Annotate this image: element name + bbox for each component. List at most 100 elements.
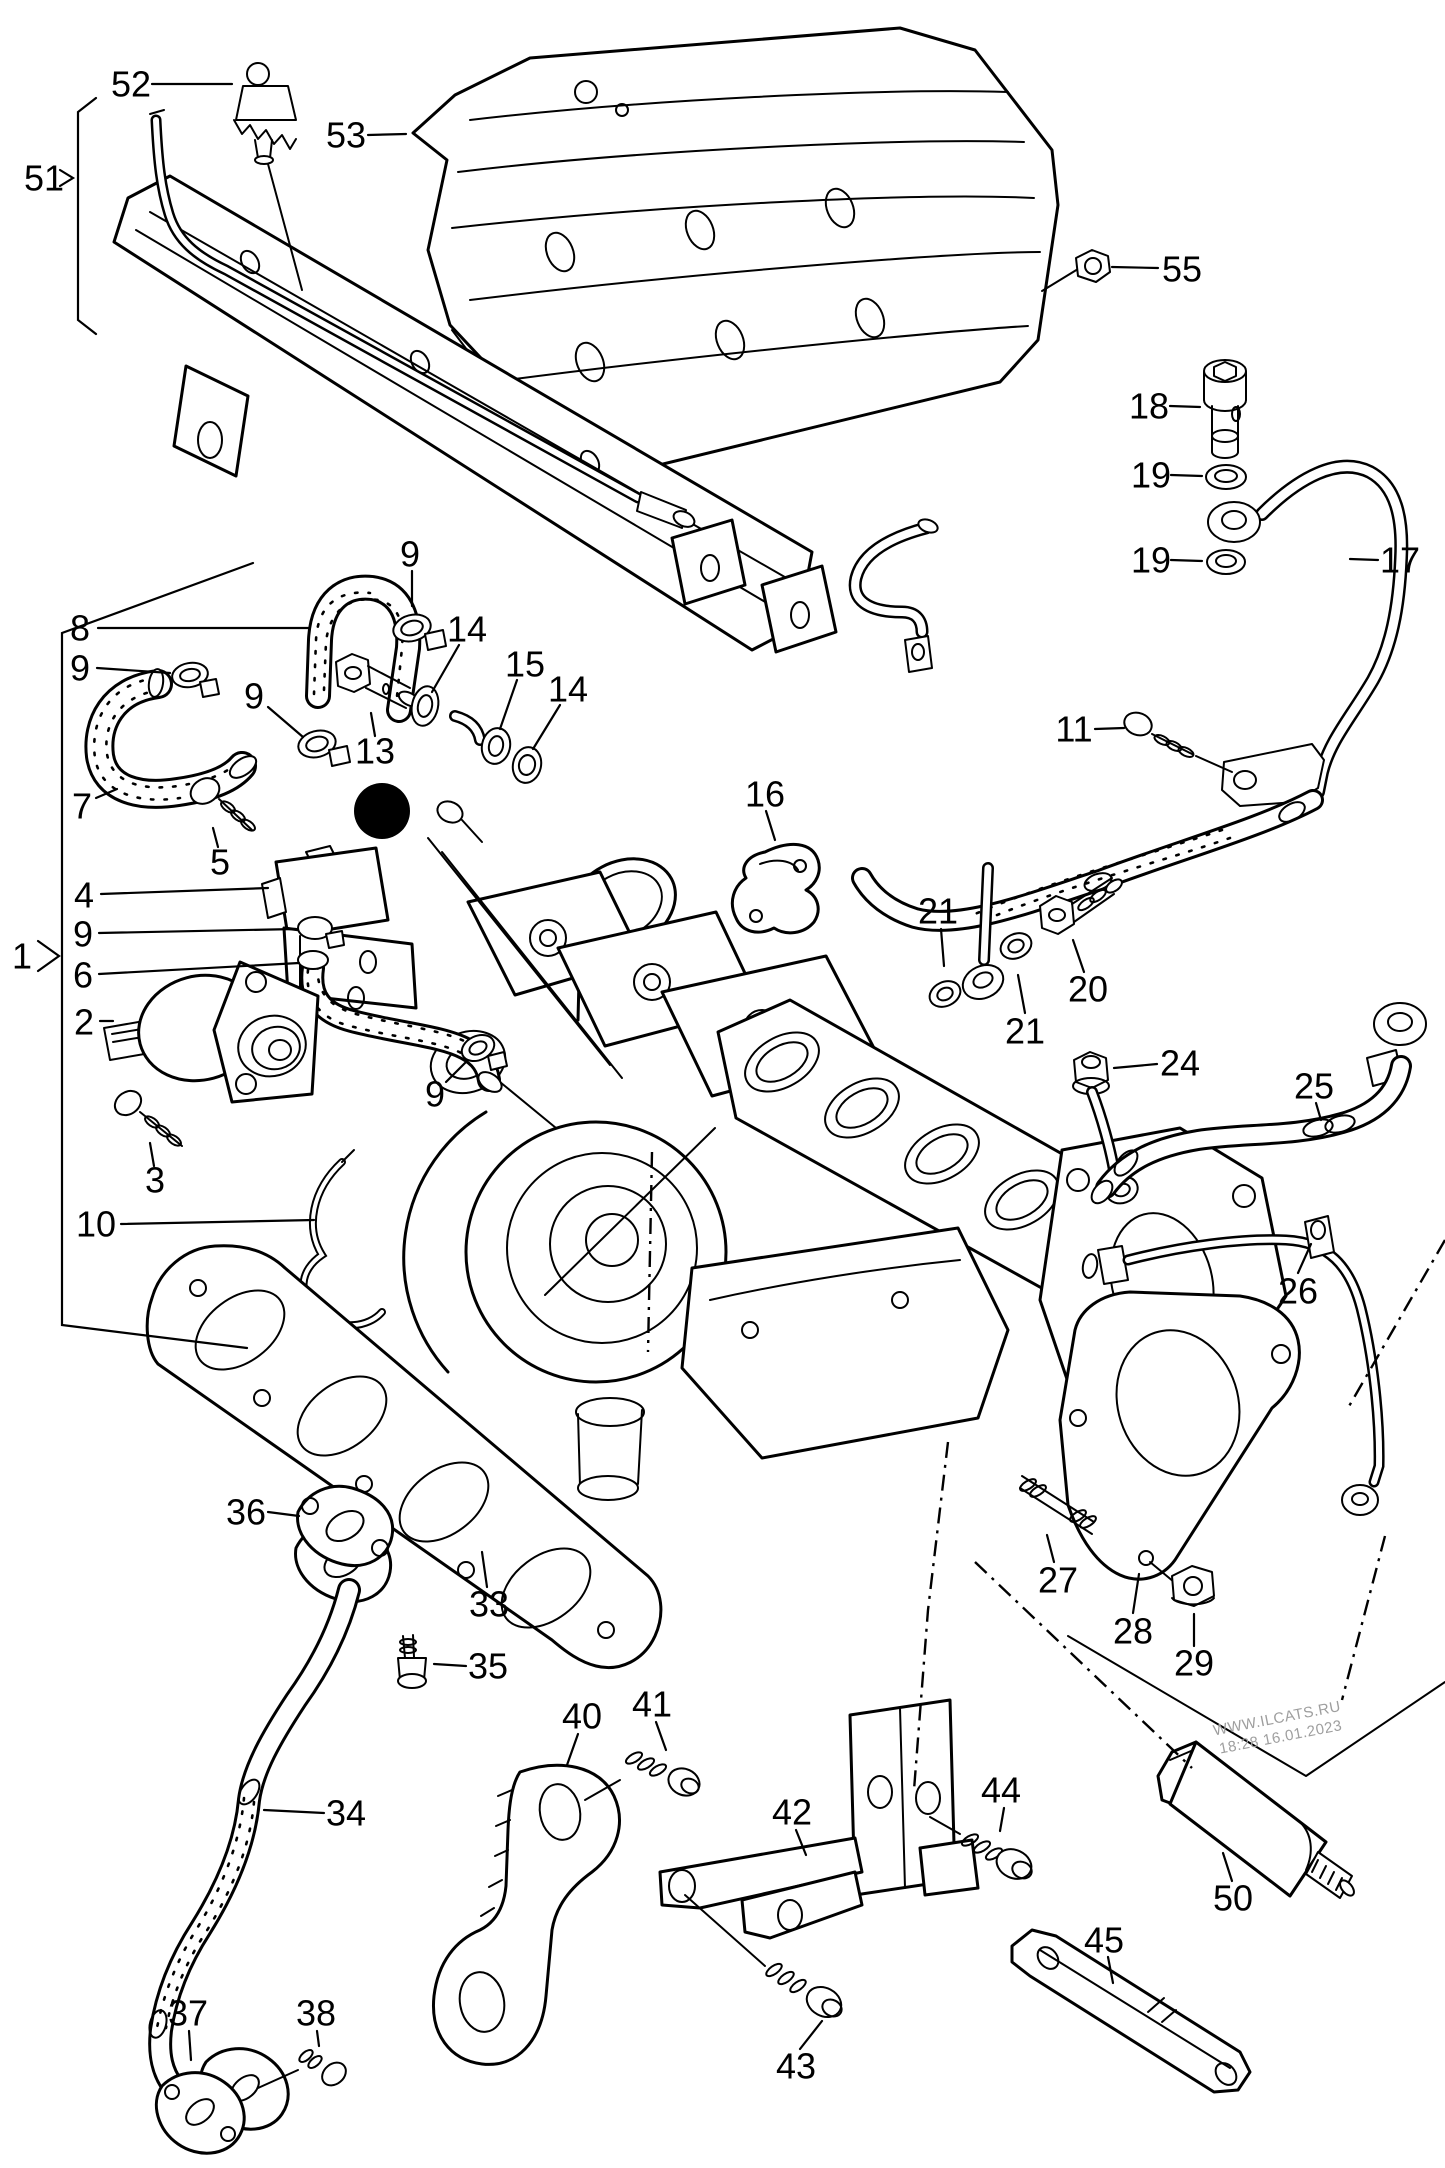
part-label-55-2[interactable]: 55 bbox=[1162, 249, 1202, 290]
part-leader-9-10 bbox=[95, 666, 172, 675]
nut-55 bbox=[1041, 249, 1111, 292]
part-leader-16-25 bbox=[764, 809, 777, 842]
part-label-44-45[interactable]: 44 bbox=[981, 1770, 1021, 1811]
part-label-50-47[interactable]: 50 bbox=[1213, 1878, 1253, 1919]
part-label-14-14[interactable]: 14 bbox=[548, 669, 588, 710]
part-leader-55-2 bbox=[1110, 265, 1160, 270]
part-label-9-24[interactable]: 9 bbox=[425, 1074, 445, 1115]
part-leader-6-20 bbox=[97, 961, 301, 976]
part-label-26-31[interactable]: 26 bbox=[1278, 1271, 1318, 1312]
part-leader-38-40 bbox=[315, 2029, 321, 2048]
part-leader-33-36 bbox=[480, 1550, 489, 1589]
oil-supply-line-17 bbox=[851, 359, 1409, 932]
part-label-14-12[interactable]: 14 bbox=[447, 609, 487, 650]
part-label-35-37[interactable]: 35 bbox=[468, 1646, 508, 1687]
part-label-45-46[interactable]: 45 bbox=[1084, 1920, 1124, 1961]
part-label-27-32[interactable]: 27 bbox=[1038, 1560, 1078, 1601]
part-label-52-0[interactable]: 52 bbox=[111, 64, 151, 105]
part-leader-40-41 bbox=[565, 1732, 580, 1767]
part-leader-34-38 bbox=[262, 1808, 326, 1815]
part-leader-53-1 bbox=[366, 132, 408, 137]
mounting-rail-51 bbox=[112, 109, 838, 654]
part-label-18-3[interactable]: 18 bbox=[1129, 386, 1169, 427]
part-leader-5-16 bbox=[211, 826, 220, 849]
part-label-8-9[interactable]: 8 bbox=[70, 608, 90, 649]
heat-shield-53 bbox=[411, 26, 1060, 474]
part-label-34-38[interactable]: 34 bbox=[326, 1793, 366, 1834]
part-label-37-39[interactable]: 37 bbox=[168, 1993, 208, 2034]
part-label-43-44[interactable]: 43 bbox=[776, 2046, 816, 2087]
part-label-2-21[interactable]: 2 bbox=[74, 1002, 94, 1043]
part-label-19-5[interactable]: 19 bbox=[1131, 540, 1171, 581]
part-label-33-36[interactable]: 33 bbox=[469, 1584, 509, 1625]
part-leader-21-26 bbox=[939, 927, 946, 968]
part-leader-42-43 bbox=[794, 1828, 808, 1857]
part-label-9-8[interactable]: 9 bbox=[400, 534, 420, 575]
part-leader-24-29 bbox=[1112, 1062, 1159, 1070]
part-leader-43-44 bbox=[798, 2019, 824, 2051]
part-leader-9-18 bbox=[266, 705, 305, 739]
part-leader-17-6 bbox=[1348, 557, 1380, 562]
solenoid-hose-group bbox=[84, 574, 623, 1330]
part-label-13-15[interactable]: 13 bbox=[355, 731, 395, 772]
part-label-1[interactable]: 1 bbox=[12, 936, 32, 977]
part-leader-7-11 bbox=[94, 787, 119, 800]
part-leader-19-4 bbox=[1169, 473, 1204, 478]
part-label-40-41[interactable]: 40 bbox=[562, 1696, 602, 1737]
part-label-21-26[interactable]: 21 bbox=[918, 891, 958, 932]
part-label-20-27[interactable]: 20 bbox=[1068, 969, 1108, 1010]
part-label-3-22[interactable]: 3 bbox=[145, 1160, 165, 1201]
part-label-16-25[interactable]: 16 bbox=[745, 774, 785, 815]
part-label-11-7[interactable]: 11 bbox=[1055, 709, 1092, 750]
part-label-17-6[interactable]: 17 bbox=[1380, 540, 1420, 581]
part-label-19-4[interactable]: 19 bbox=[1131, 455, 1171, 496]
coolant-banjo-group bbox=[928, 862, 1139, 1205]
part-leader-20-27 bbox=[1071, 938, 1086, 974]
part-label-9-10[interactable]: 9 bbox=[70, 648, 90, 689]
part-leader-25-30 bbox=[1314, 1101, 1323, 1122]
assembly-bracket-1 bbox=[60, 561, 255, 1350]
part-leader-9-19 bbox=[97, 927, 298, 935]
breather-pipe bbox=[848, 518, 939, 673]
part-leader-18-3 bbox=[1168, 404, 1202, 409]
part-label-28-33[interactable]: 28 bbox=[1113, 1611, 1153, 1652]
part-label-9-18[interactable]: 9 bbox=[244, 676, 264, 717]
oil-return-group bbox=[148, 1484, 427, 2155]
part-leader-26-31 bbox=[1296, 1242, 1313, 1275]
part-label-36-35[interactable]: 36 bbox=[226, 1492, 266, 1533]
shield-piece-16 bbox=[730, 842, 821, 935]
part-label-41-42[interactable]: 41 bbox=[632, 1684, 672, 1725]
part-leader-3-22 bbox=[148, 1141, 156, 1168]
part-label-5-16[interactable]: 5 bbox=[210, 842, 230, 883]
part-leader-13-15 bbox=[369, 711, 377, 738]
part-label-21-28[interactable]: 21 bbox=[1005, 1011, 1045, 1052]
part-label-29-34[interactable]: 29 bbox=[1174, 1643, 1214, 1684]
part-leader-50-47 bbox=[1221, 1851, 1234, 1883]
part-label-15-13[interactable]: 15 bbox=[505, 644, 545, 685]
part-label-51[interactable]: 51 bbox=[24, 158, 64, 199]
assembly-bracket-arrow-51 bbox=[58, 168, 76, 188]
part-leader-10-23 bbox=[119, 1218, 316, 1226]
part-leader-19-5 bbox=[1169, 558, 1204, 563]
part-leader-37-39 bbox=[187, 2029, 193, 2062]
part-label-38-40[interactable]: 38 bbox=[296, 1993, 336, 2034]
part-label-4-17[interactable]: 4 bbox=[74, 875, 94, 916]
part-label-7-11[interactable]: 7 bbox=[72, 786, 92, 827]
part-leader-28-33 bbox=[1131, 1572, 1141, 1615]
part-label-42-43[interactable]: 42 bbox=[772, 1792, 812, 1833]
part-label-6-20[interactable]: 6 bbox=[73, 955, 93, 996]
part-label-25-30[interactable]: 25 bbox=[1294, 1066, 1334, 1107]
part-label-24-29[interactable]: 24 bbox=[1160, 1043, 1200, 1084]
part-label-9-19[interactable]: 9 bbox=[73, 914, 93, 955]
part-leader-27-32 bbox=[1045, 1533, 1056, 1564]
construction-lines bbox=[646, 1151, 1445, 1791]
part-leader-14-12 bbox=[430, 643, 461, 694]
part-label-10-23[interactable]: 10 bbox=[76, 1204, 116, 1245]
coolant-hose-25 bbox=[1090, 1002, 1427, 1205]
part-label-53-1[interactable]: 53 bbox=[326, 115, 366, 156]
part-leader-15-13 bbox=[498, 678, 519, 731]
support-brackets-group bbox=[431, 1698, 1355, 2094]
